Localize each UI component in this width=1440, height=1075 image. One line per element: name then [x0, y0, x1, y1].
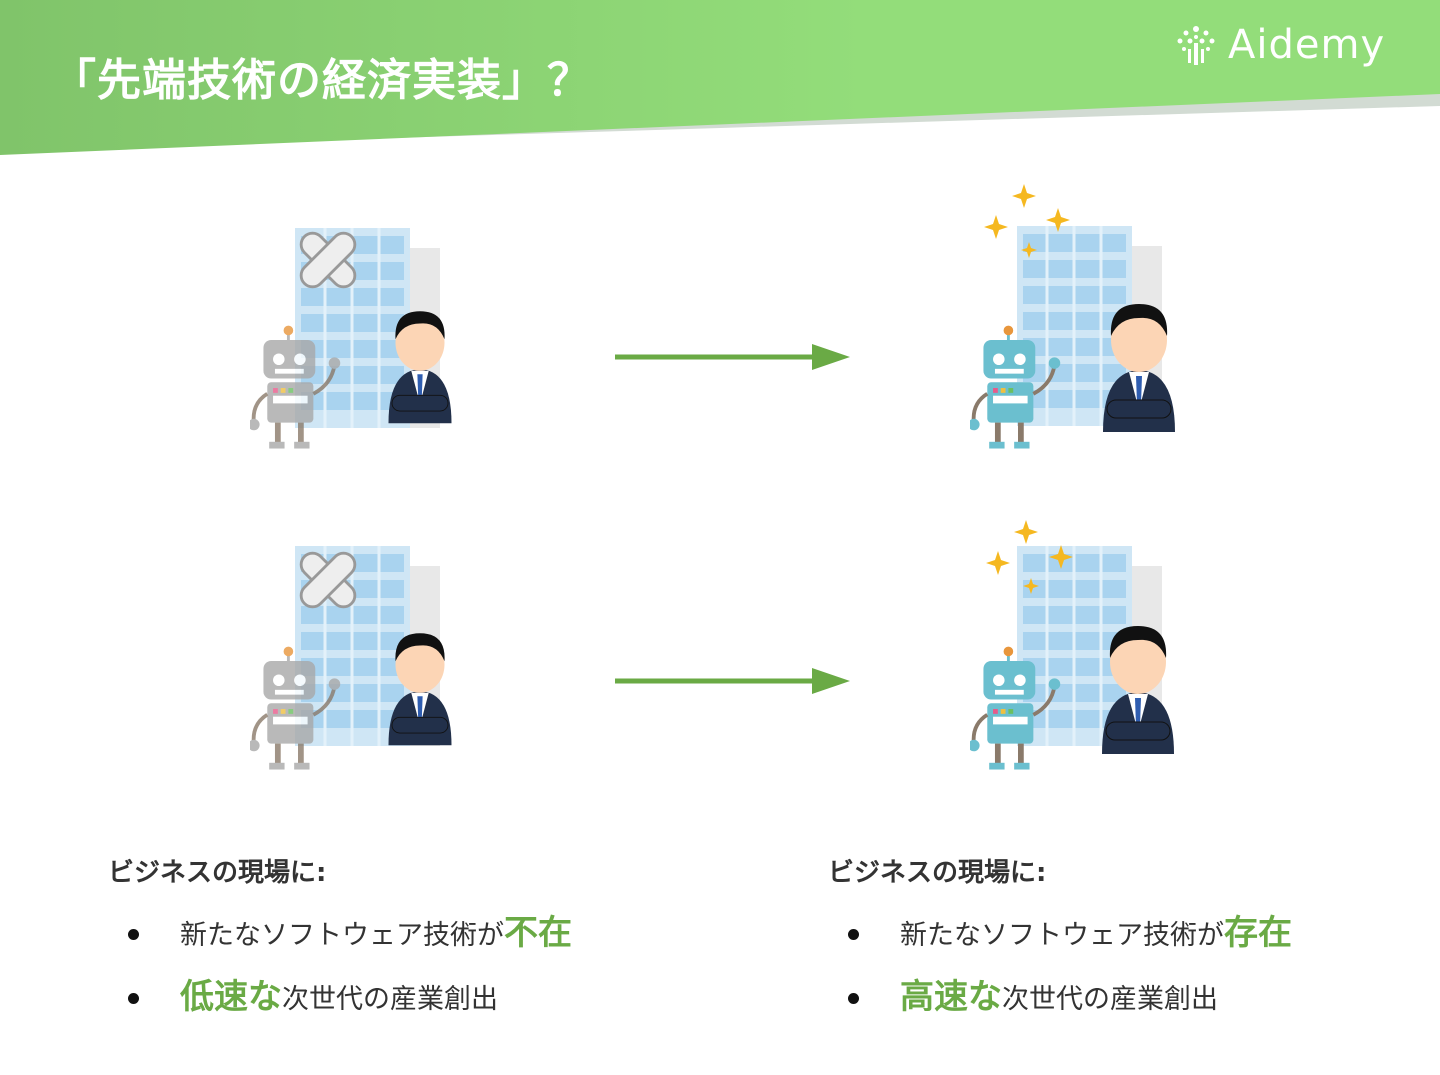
sparkle-icon: [984, 215, 1008, 239]
illustrations: [250, 184, 1176, 772]
bullet-icon: [128, 993, 139, 1004]
logo-text: Aidemy: [1228, 22, 1386, 68]
scene-tech-woman: [970, 520, 1175, 772]
list-item: 新たなソフトウェア技術が存在: [828, 901, 1292, 965]
highlight-text: 不在: [504, 913, 572, 953]
scene-no-tech-woman: [250, 546, 452, 772]
slide-title: 「先端技術の経済実装」？: [52, 55, 592, 106]
highlight-text: 高速な: [900, 977, 1002, 1017]
sparkle-icon: [1014, 520, 1038, 544]
left-heading: ビジネスの現場に:: [108, 858, 327, 888]
list-item: 低速な次世代の産業創出: [108, 965, 572, 1029]
bullet-icon: [128, 929, 139, 940]
left-column: ビジネスの現場に: 新たなソフトウェア技術が不在 低速な次世代の産業創出: [108, 852, 572, 1029]
item-text: 新たなソフトウェア技術が: [180, 920, 504, 951]
highlight-text: 存在: [1224, 913, 1292, 953]
list-item: 新たなソフトウェア技術が不在: [108, 901, 572, 965]
right-heading: ビジネスの現場に:: [828, 858, 1047, 888]
arrow-bottom: [615, 668, 850, 694]
right-column: ビジネスの現場に: 新たなソフトウェア技術が存在 高速な次世代の産業創出: [828, 852, 1292, 1029]
arrow-top: [615, 344, 850, 370]
slide-header: 「先端技術の経済実装」？ Aidemy: [0, 0, 1440, 170]
scene-tech-man: [970, 184, 1176, 451]
aidemy-logo: Aidemy: [1172, 22, 1385, 68]
sparkle-icon: [1012, 184, 1036, 208]
item-text: 次世代の産業創出: [1002, 984, 1218, 1015]
sparkle-icon: [986, 551, 1010, 575]
list-item: 高速な次世代の産業創出: [828, 965, 1292, 1029]
scene-no-tech-man: [250, 227, 452, 451]
tree-dots-icon: [1177, 26, 1215, 65]
item-text: 次世代の産業創出: [282, 984, 498, 1015]
item-text: 新たなソフトウェア技術が: [900, 920, 1224, 951]
bullet-icon: [848, 929, 859, 940]
highlight-text: 低速な: [180, 977, 282, 1017]
bullet-icon: [848, 993, 859, 1004]
